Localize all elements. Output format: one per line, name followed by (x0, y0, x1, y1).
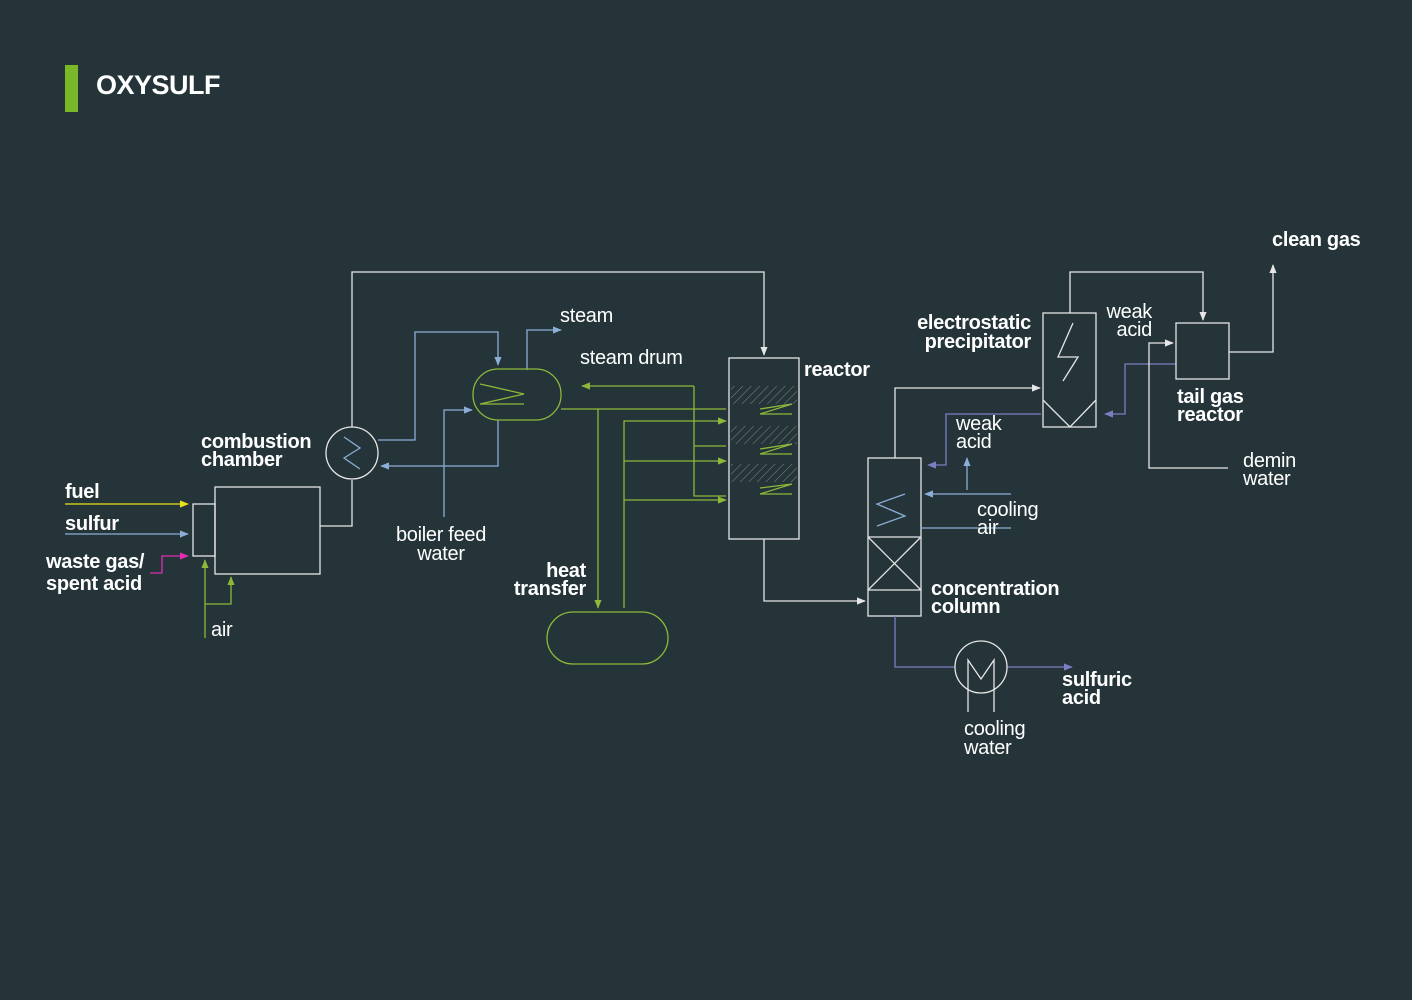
label-steam-drum: steam drum (580, 347, 683, 369)
label-weak-acid-mid-2: acid (956, 431, 992, 453)
cooling-air-lines (921, 490, 1011, 529)
tail-gas-reactor (1148, 264, 1277, 469)
label-fuel: fuel (65, 481, 100, 503)
concentration-column (867, 384, 1041, 617)
label-combustion: combustion (201, 431, 312, 453)
label-weak-acid-mid-1: weak (956, 413, 1002, 435)
waste-heat-boiler (325, 426, 379, 480)
label-chamber: chamber (201, 449, 283, 471)
steam-drum (472, 368, 562, 421)
label-precipitator: precipitator (924, 331, 1032, 353)
label-demin: demin (1243, 450, 1296, 472)
label-boiler-water: water (417, 543, 465, 565)
air-feed-lines (201, 559, 235, 638)
label-clean-gas: clean gas (1272, 229, 1361, 251)
label-cooling-water-1: cooling (964, 718, 1026, 740)
label-demin-water: water (1243, 468, 1291, 490)
label-boiler-feed: boiler feed (395, 524, 487, 546)
label-steam: steam (560, 305, 613, 327)
gas-line-to-reactor (320, 271, 768, 527)
label-transfer: transfer (513, 578, 586, 600)
label-sulfur: sulfur (65, 513, 119, 535)
combustion-chamber (192, 486, 321, 575)
reactor (728, 357, 866, 605)
label-tail-gas-reactor: reactor (1177, 404, 1243, 426)
label-tail-gas: tail gas (1177, 386, 1244, 408)
label-cooling-air-1: cooling (977, 499, 1039, 521)
heat-transfer-lines (561, 382, 727, 609)
label-weak-acid-top-1: weak (1106, 301, 1153, 323)
heat-transfer-vessel (546, 611, 669, 665)
waste-gas-feed-line (150, 552, 189, 574)
label-air: air (211, 619, 233, 641)
label-cooling-air-2: air (977, 517, 999, 539)
electrostatic-precipitator (1042, 271, 1207, 428)
label-concentration: concentration (931, 578, 1060, 600)
title-accent-bar (65, 65, 78, 112)
label-cooling-water-2: water (964, 737, 1012, 759)
label-electrostatic: electrostatic (917, 312, 1031, 334)
acid-cooler (894, 616, 1073, 712)
weak-acid-lines (927, 363, 1176, 490)
label-heat: heat (546, 560, 586, 582)
page-title: OXYSULF (96, 70, 221, 100)
label-reactor: reactor (804, 359, 870, 381)
label-sulfuric: sulfuric (1062, 669, 1132, 691)
label-column: column (931, 596, 1001, 618)
label-waste-gas: waste gas/ (46, 551, 145, 573)
label-spent-acid: spent acid (46, 573, 142, 595)
label-weak-acid-top-2: acid (1116, 319, 1153, 341)
boiler-water-lines (378, 326, 562, 517)
label-sulfuric-acid: acid (1062, 687, 1101, 709)
